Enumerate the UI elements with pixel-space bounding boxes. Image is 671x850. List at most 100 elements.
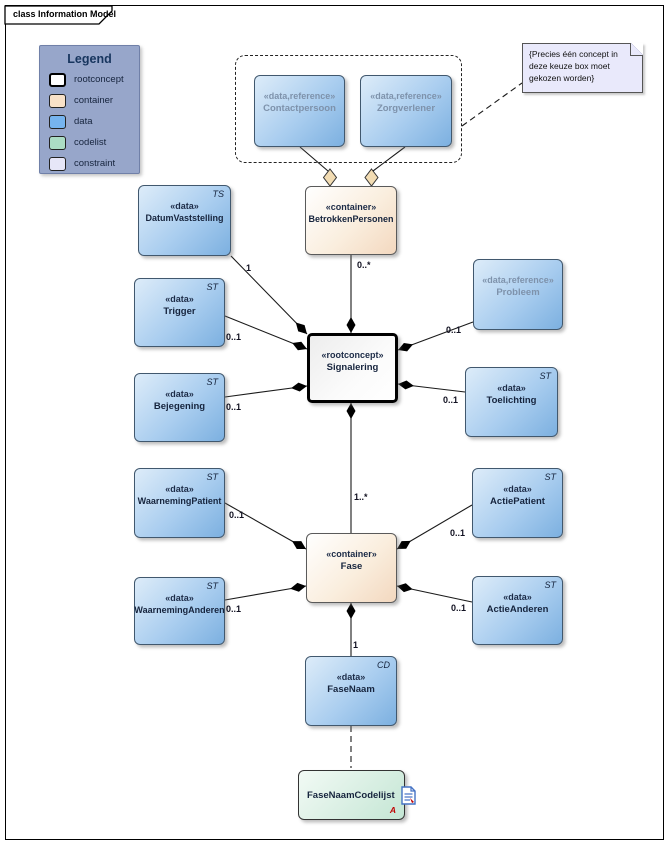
class-name: Toelichting xyxy=(486,395,537,406)
stereotype: «container» xyxy=(325,202,377,212)
stereotype: «data» xyxy=(336,672,366,682)
type-tag: ST xyxy=(544,580,556,590)
stereotype: «data» xyxy=(503,592,532,602)
note-text: {Precies één concept in deze keuze box m… xyxy=(529,49,618,83)
stereotype: «rootconcept» xyxy=(321,350,384,360)
class-fase[interactable]: «container» Fase xyxy=(306,533,397,603)
multiplicity-betrokkenpersonen: 0..* xyxy=(357,260,371,270)
codelist-marker: A xyxy=(389,805,396,815)
legend-item-constraint: constraint xyxy=(49,156,139,171)
stereotype: «data» xyxy=(165,294,194,304)
class-name: Contactpersoon xyxy=(263,103,336,114)
stereotype: «data» xyxy=(170,201,199,211)
frame-tab xyxy=(4,5,113,25)
type-tag: ST xyxy=(206,282,218,292)
composition-diamond xyxy=(397,583,413,593)
rootconcept-swatch xyxy=(49,72,66,87)
note-fold-icon xyxy=(630,43,643,56)
frame-title: class Information Model xyxy=(13,9,117,19)
legend-label: rootconcept xyxy=(74,74,124,85)
composition-diamond xyxy=(292,541,306,549)
stereotype: «data,reference» xyxy=(263,91,336,101)
multiplicity-fase: 1..* xyxy=(354,492,368,502)
class-toelichting[interactable]: ST «data» Toelichting xyxy=(465,367,558,437)
class-trigger[interactable]: ST «data» Trigger xyxy=(134,278,225,347)
class-actieanderen[interactable]: ST «data» ActieAnderen xyxy=(472,576,563,645)
composition-diamond xyxy=(346,603,356,619)
codelist-swatch xyxy=(49,135,66,150)
legend-label: constraint xyxy=(74,158,116,169)
stereotype: «container» xyxy=(326,549,377,559)
multiplicity-datumvaststelling: 1 xyxy=(246,263,252,273)
multiplicity-waarnemingpatient: 0..1 xyxy=(229,510,245,520)
multiplicity-probleem: 0..1 xyxy=(446,325,462,335)
open-diamond xyxy=(364,168,379,187)
class-name: Fase xyxy=(340,561,363,572)
class-actiepatient[interactable]: ST «data» ActiePatient xyxy=(472,468,563,538)
composition-diamond xyxy=(397,540,411,549)
class-datumvaststelling[interactable]: TS «data» DatumVaststelling xyxy=(138,185,231,256)
stereotype: «data» xyxy=(165,389,194,399)
class-waarnemingpatient[interactable]: ST «data» WaarnemingPatient xyxy=(134,468,225,538)
stereotype: «data» xyxy=(165,593,194,603)
class-name: Zorgverlener xyxy=(376,103,436,114)
type-tag: TS xyxy=(212,189,224,199)
composition-diamond xyxy=(346,403,356,419)
legend-label: data xyxy=(74,116,93,127)
legend-title: Legend xyxy=(67,52,112,66)
composition-diamond xyxy=(292,341,307,351)
type-tag: ST xyxy=(206,472,218,482)
class-fasenaam[interactable]: CD «data» FaseNaam xyxy=(305,656,397,726)
multiplicity-actiepatient: 0..1 xyxy=(450,528,466,538)
stereotype: «data» xyxy=(165,484,194,494)
class-zorgverlener[interactable]: «data,reference» Zorgverlener xyxy=(360,75,452,147)
legend: Legend rootconcept container data codeli… xyxy=(39,45,140,174)
class-name: Bejegening xyxy=(153,401,206,412)
open-diamond xyxy=(322,168,338,187)
codelist-document-icon xyxy=(400,785,416,805)
constraint-note[interactable]: {Precies één concept in deze keuze box m… xyxy=(522,43,643,93)
multiplicity-toelichting: 0..1 xyxy=(443,395,459,405)
class-betrokkenpersonen[interactable]: «container» BetrokkenPersonen xyxy=(305,186,397,255)
legend-item-data: data xyxy=(49,114,139,129)
class-name: FaseNaam xyxy=(327,684,375,695)
class-name: WaarnemingAnderen xyxy=(134,605,225,615)
stereotype: «data,reference» xyxy=(370,91,442,101)
multiplicity-bejegening: 0..1 xyxy=(226,402,242,412)
class-name: ActieAnderen xyxy=(486,604,549,615)
class-waarneminganderen[interactable]: ST «data» WaarnemingAnderen xyxy=(134,577,225,645)
legend-label: container xyxy=(74,95,114,106)
legend-item-rootconcept: rootconcept xyxy=(49,72,139,87)
multiplicity-trigger: 0..1 xyxy=(226,332,242,342)
class-name: FaseNaamCodelijst xyxy=(307,789,395,801)
class-fasenaamcodelijst[interactable]: FaseNaamCodelijst A xyxy=(298,770,416,820)
class-bejegening[interactable]: ST «data» Bejegening xyxy=(134,373,225,442)
choice-box xyxy=(235,55,462,163)
composition-diamond xyxy=(398,343,413,352)
multiplicity-actieanderen: 0..1 xyxy=(451,603,467,613)
stereotype: «data» xyxy=(503,484,532,494)
class-name: Probleem xyxy=(496,287,540,298)
composition-diamond xyxy=(398,380,414,390)
type-tag: CD xyxy=(377,660,390,670)
legend-label: codelist xyxy=(74,137,107,148)
type-tag: ST xyxy=(544,472,556,482)
multiplicity-waarneminganderen: 0..1 xyxy=(226,604,242,614)
multiplicity-fasenaam: 1 xyxy=(353,640,359,650)
class-name: WaarnemingPatient xyxy=(137,496,222,506)
class-name: Signalering xyxy=(326,362,379,373)
class-signalering[interactable]: «rootconcept» Signalering xyxy=(307,333,398,403)
class-name: ActiePatient xyxy=(490,496,545,507)
stereotype: «data» xyxy=(497,383,526,393)
class-contactpersoon[interactable]: «data,reference» Contactpersoon xyxy=(254,75,345,147)
container-swatch xyxy=(49,93,66,108)
composition-diamond xyxy=(291,382,307,392)
type-tag: ST xyxy=(206,581,218,591)
legend-item-container: container xyxy=(49,93,139,108)
type-tag: ST xyxy=(539,371,551,381)
class-name: DatumVaststelling xyxy=(145,213,224,223)
composition-diamond xyxy=(290,582,306,592)
class-probleem[interactable]: «data,reference» Probleem xyxy=(473,259,563,330)
